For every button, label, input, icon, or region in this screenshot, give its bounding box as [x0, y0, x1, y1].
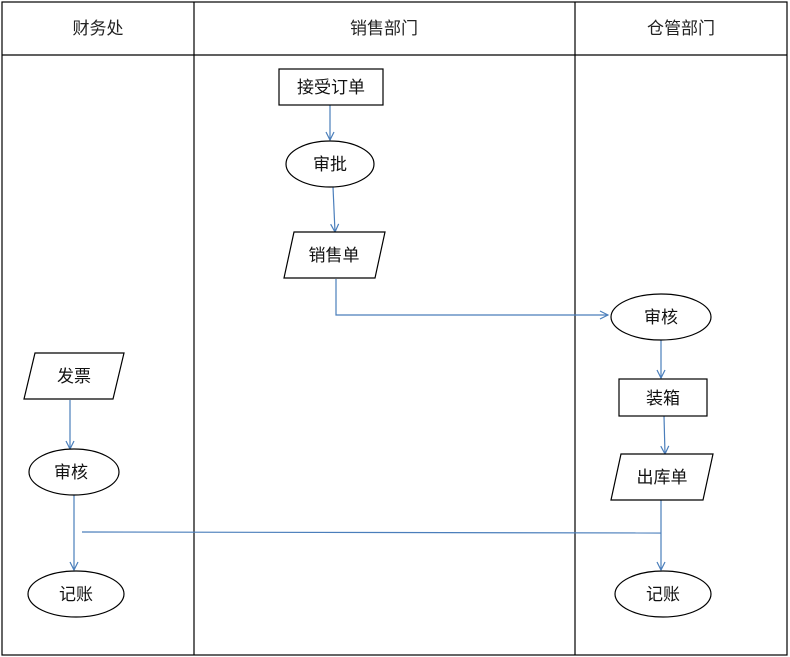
lane-title-finance: 财务处 — [73, 19, 124, 39]
node-sales-slip: 销售单 — [283, 231, 386, 279]
connector-packing-to-outbound — [664, 415, 665, 454]
node-warehouse-bookkeeping-label: 记账 — [646, 585, 680, 605]
node-packing: 装箱 — [618, 378, 708, 417]
node-finance-review: 审核 — [28, 448, 120, 496]
connector-sales-slip-to-warehouse-review — [335, 279, 608, 315]
connectors — [70, 105, 665, 570]
node-outbound-slip-label: 出库单 — [637, 468, 688, 488]
node-packing-label: 装箱 — [646, 389, 680, 409]
node-receive-order: 接受订单 — [278, 68, 384, 106]
node-sales-slip-label: 销售单 — [309, 246, 360, 266]
node-receive-order-label: 接受订单 — [297, 78, 365, 98]
node-invoice: 发票 — [23, 352, 125, 400]
node-approve: 审批 — [285, 140, 375, 188]
connector-approve-to-sales-slip — [333, 186, 335, 232]
node-finance-bookkeeping-label: 记账 — [59, 585, 93, 605]
node-warehouse-bookkeeping: 记账 — [614, 570, 712, 618]
node-warehouse-review: 审核 — [610, 293, 712, 341]
node-outbound-slip: 出库单 — [610, 453, 714, 501]
connector-cross-lane — [81, 531, 662, 534]
lane-title-sales: 销售部门 — [350, 19, 418, 39]
node-finance-bookkeeping: 记账 — [27, 570, 125, 618]
node-approve-label: 审批 — [313, 155, 347, 175]
node-warehouse-review-label: 审核 — [644, 308, 678, 328]
node-invoice-label: 发票 — [57, 367, 91, 387]
node-finance-review-label: 审核 — [54, 463, 88, 483]
lane-title-warehouse: 仓管部门 — [647, 19, 715, 39]
